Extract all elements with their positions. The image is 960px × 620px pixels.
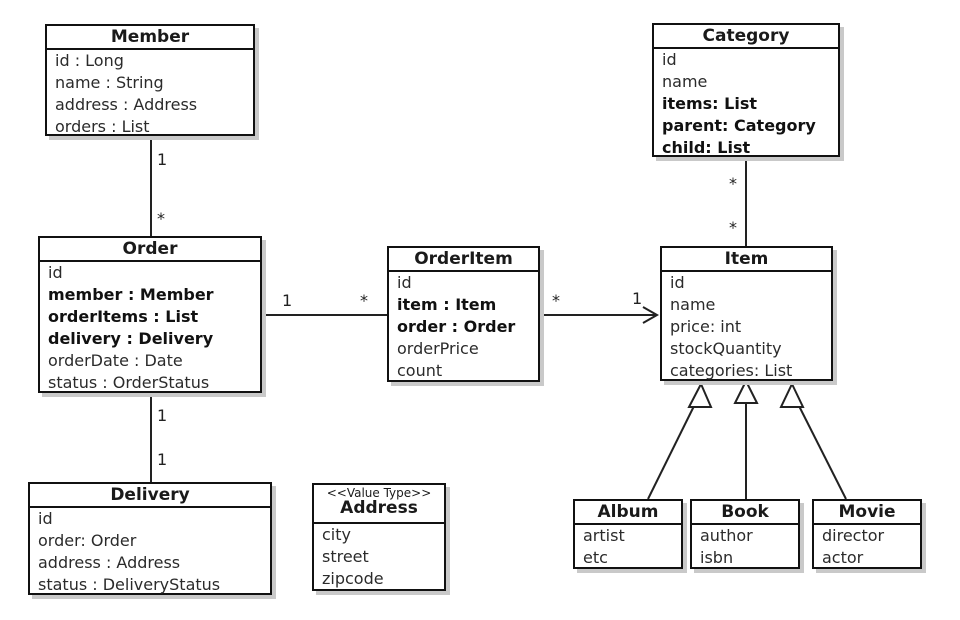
attribute: artist — [583, 526, 625, 545]
class-name: Member — [47, 26, 253, 50]
class-name: Item — [662, 248, 831, 272]
attribute: orderPrice — [397, 339, 479, 358]
attribute: city — [322, 525, 351, 544]
multiplicity-label: * — [729, 218, 737, 237]
attribute: delivery : Delivery — [48, 329, 214, 348]
attribute: items: List — [662, 94, 757, 113]
class-header: <<Value Type>> Address — [314, 485, 444, 524]
class-name: Movie — [814, 501, 920, 525]
inheritance-triangle-icon — [687, 381, 713, 408]
attribute: child: List — [662, 138, 751, 157]
inheritance-triangle-icon — [733, 378, 759, 404]
class-name: OrderItem — [389, 248, 538, 272]
attribute: item : Item — [397, 295, 497, 314]
attribute: order : Order — [397, 317, 516, 336]
navigability-arrow-icon — [642, 306, 660, 324]
class-name: Delivery — [30, 484, 270, 508]
multiplicity-label: 1 — [157, 450, 168, 469]
attribute: zipcode — [322, 569, 384, 588]
attribute: orders : List — [55, 117, 150, 136]
generalization-movie-item — [796, 401, 847, 500]
multiplicity-label: 1 — [282, 291, 293, 310]
multiplicity-label: * — [729, 174, 737, 193]
attribute: street — [322, 547, 369, 566]
stereotype-label: <<Value Type>> — [326, 486, 432, 500]
class-member[interactable]: Member id : Long name : String address :… — [45, 24, 255, 136]
attribute-list: director actor — [814, 525, 920, 569]
attribute: name — [670, 295, 716, 314]
attribute: etc — [583, 548, 608, 567]
class-name: Book — [692, 501, 798, 525]
multiplicity-label: * — [157, 209, 165, 228]
multiplicity-label: 1 — [632, 289, 643, 308]
attribute: author — [700, 526, 753, 545]
attribute: member : Member — [48, 285, 214, 304]
attribute: categories: List — [670, 361, 793, 380]
attribute-list: id name items: List parent: Category chi… — [654, 49, 838, 159]
attribute: address : Address — [55, 95, 198, 114]
attribute: order: Order — [38, 531, 137, 550]
attribute: status : OrderStatus — [48, 373, 210, 392]
attribute: parent: Category — [662, 116, 816, 135]
attribute: id — [38, 509, 53, 528]
generalization-album-item — [647, 401, 697, 500]
class-album[interactable]: Album artist etc — [573, 499, 683, 569]
multiplicity-label: 1 — [157, 406, 168, 425]
attribute-list: id order: Order address : Address status… — [30, 508, 270, 596]
class-name: Order — [40, 238, 260, 262]
attribute: id — [48, 263, 63, 282]
attribute-list: author isbn — [692, 525, 798, 569]
attribute: stockQuantity — [670, 339, 782, 358]
attribute-list: id member : Member orderItems : List del… — [40, 262, 260, 394]
class-name: Category — [654, 25, 838, 49]
class-name: Address — [340, 498, 418, 518]
attribute: director — [822, 526, 885, 545]
attribute: address : Address — [38, 553, 181, 572]
attribute: id — [662, 50, 677, 69]
attribute: price: int — [670, 317, 742, 336]
class-movie[interactable]: Movie director actor — [812, 499, 922, 569]
class-orderitem[interactable]: OrderItem id item : Item order : Order o… — [387, 246, 540, 382]
attribute: id : Long — [55, 51, 124, 70]
attribute-list: id item : Item order : Order orderPrice … — [389, 272, 538, 382]
attribute: name : String — [55, 73, 164, 92]
attribute: orderDate : Date — [48, 351, 183, 370]
class-delivery[interactable]: Delivery id order: Order address : Addre… — [28, 482, 272, 595]
class-category[interactable]: Category id name items: List parent: Cat… — [652, 23, 840, 157]
attribute: actor — [822, 548, 864, 567]
attribute: id — [670, 273, 685, 292]
attribute: status : DeliveryStatus — [38, 575, 221, 594]
attribute: isbn — [700, 548, 734, 567]
class-name: Album — [575, 501, 681, 525]
class-item[interactable]: Item id name price: int stockQuantity ca… — [660, 246, 833, 381]
attribute: name — [662, 72, 708, 91]
multiplicity-label: * — [360, 291, 368, 310]
inheritance-triangle-icon — [779, 381, 805, 408]
class-book[interactable]: Book author isbn — [690, 499, 800, 569]
attribute: orderItems : List — [48, 307, 199, 326]
class-order[interactable]: Order id member : Member orderItems : Li… — [38, 236, 262, 393]
attribute: id — [397, 273, 412, 292]
attribute: count — [397, 361, 443, 380]
attribute-list: artist etc — [575, 525, 681, 569]
multiplicity-label: * — [552, 291, 560, 310]
multiplicity-label: 1 — [157, 150, 168, 169]
attribute-list: city street zipcode — [314, 524, 444, 590]
attribute-list: id : Long name : String address : Addres… — [47, 50, 253, 138]
class-address[interactable]: <<Value Type>> Address city street zipco… — [312, 483, 446, 591]
attribute-list: id name price: int stockQuantity categor… — [662, 272, 831, 382]
